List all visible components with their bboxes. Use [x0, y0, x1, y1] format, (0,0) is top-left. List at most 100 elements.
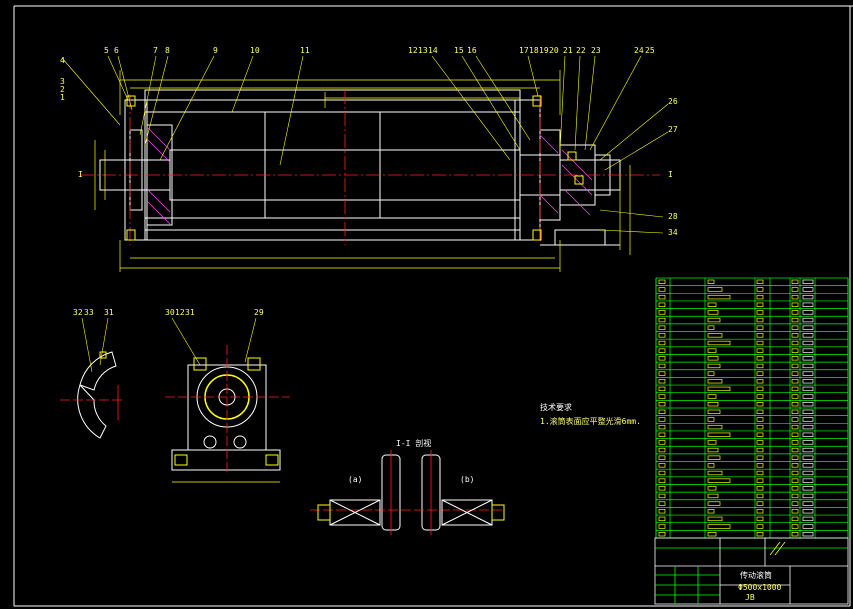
balloon-1: 1 [60, 93, 65, 102]
parts-row-remark-mark [802, 379, 814, 384]
parts-row-name-mark [707, 470, 723, 476]
parts-row-remark-mark [802, 279, 814, 284]
parts-row-remark-mark [802, 493, 814, 499]
parts-row-material-mark [791, 409, 799, 414]
parts-row-qty-mark [756, 524, 764, 529]
balloon-24: 24 [634, 46, 644, 55]
balloon-12b: 12 [175, 308, 185, 317]
parts-row-number-mark [658, 325, 666, 330]
balloon-7: 7 [153, 46, 158, 55]
balloon-17: 17 [519, 46, 529, 55]
parts-row-material-mark [791, 394, 799, 399]
segment-detail-view[interactable]: 32 33 31 [60, 308, 125, 439]
parts-row-material-mark [791, 463, 799, 468]
parts-row-qty-mark [756, 532, 764, 537]
balloon-6: 6 [114, 46, 119, 55]
parts-row-remark-mark [802, 310, 814, 315]
view-label-b: (b) [460, 475, 474, 484]
main-assembly-view[interactable] [80, 70, 660, 272]
balloon-25: 25 [645, 46, 655, 55]
balloon-4: 4 [60, 56, 65, 65]
section-view-title: I-I 剖视 [396, 438, 431, 448]
parts-list-table[interactable] [655, 277, 849, 539]
parts-row-material-mark [791, 447, 799, 453]
parts-row-remark-mark [802, 348, 814, 353]
balloon-34: 34 [668, 228, 678, 237]
parts-row-material-mark [791, 417, 799, 422]
balloon-20: 20 [549, 46, 559, 55]
parts-row-number-mark [658, 424, 666, 430]
parts-row-remark-mark [802, 325, 814, 330]
parts-row-remark-mark [802, 455, 814, 460]
balloon-22: 22 [576, 46, 586, 55]
parts-row-number-mark [658, 447, 666, 453]
parts-row-name-mark [707, 333, 723, 338]
balloon-13: 13 [418, 46, 428, 55]
parts-row-number-mark [658, 455, 666, 460]
parts-row-qty-mark [756, 371, 764, 376]
parts-row-qty-mark [756, 294, 764, 300]
parts-row-name-mark [707, 379, 723, 384]
view-label-a: (a) [348, 475, 362, 484]
parts-row-number-mark [658, 470, 666, 476]
parts-row-name-mark [707, 509, 715, 514]
balloon-2: 2 [60, 85, 65, 94]
parts-row-material-mark [791, 325, 799, 330]
section-i-i-view[interactable]: I-I 剖视 (a) (b) [310, 438, 505, 535]
parts-row-material-mark [791, 371, 799, 376]
title-block[interactable] [654, 537, 849, 605]
balloon-19: 19 [539, 46, 549, 55]
parts-row-name-mark [707, 516, 723, 522]
parts-row-name-mark [707, 532, 717, 537]
right-end-disc [514, 99, 561, 241]
section-hatch [147, 127, 593, 225]
parts-row-number-mark [658, 501, 666, 506]
parts-row-name-mark [707, 279, 715, 284]
parts-row-qty-mark [756, 394, 764, 399]
parts-row-number-mark [658, 386, 666, 392]
parts-row-remark-mark [802, 386, 814, 392]
parts-row-name-mark [707, 294, 731, 300]
parts-row-qty-mark [756, 417, 764, 422]
parts-row-material-mark [791, 287, 799, 292]
parts-row-remark-mark [802, 532, 814, 537]
parts-row-qty-mark [756, 432, 764, 437]
parts-row-material-mark [791, 509, 799, 514]
parts-row-number-mark [658, 287, 666, 292]
balloon-30: 30 [165, 308, 175, 317]
parts-row-name-mark [707, 447, 719, 453]
parts-row-material-mark [791, 402, 799, 407]
balloon-31: 31 [104, 308, 114, 317]
centerlines [80, 90, 660, 245]
balloon-26: 26 [668, 97, 678, 106]
parts-row-material-mark [791, 302, 799, 307]
parts-row-remark-mark [802, 317, 814, 323]
parts-row-name-mark [707, 486, 717, 491]
parts-row-remark-mark [802, 501, 814, 506]
parts-row-material-mark [791, 379, 799, 384]
balloon-31b: 31 [185, 308, 195, 317]
parts-row-qty-mark [756, 325, 764, 330]
parts-row-number-mark [658, 379, 666, 384]
parts-row-material-mark [791, 310, 799, 315]
bearing-side-view[interactable]: 30 12 31 29 [165, 308, 290, 483]
parts-row-name-mark [707, 493, 719, 499]
parts-row-name-mark [707, 348, 717, 353]
balloon-9: 9 [213, 46, 218, 55]
parts-row-number-mark [658, 486, 666, 491]
parts-row-name-mark [707, 402, 719, 407]
parts-row-number-mark [658, 363, 666, 369]
parts-row-qty-mark [756, 501, 764, 506]
parts-row-remark-mark [802, 509, 814, 514]
parts-row-name-mark [707, 501, 721, 506]
parts-row-material-mark [791, 501, 799, 506]
balloon-3: 3 [60, 77, 65, 86]
parts-row-name-mark [707, 417, 715, 422]
parts-row-number-mark [658, 317, 666, 323]
balloon-15: 15 [454, 46, 464, 55]
parts-row-remark-mark [802, 287, 814, 292]
parts-row-number-mark [658, 463, 666, 468]
parts-row-material-mark [791, 493, 799, 499]
parts-row-remark-mark [802, 486, 814, 491]
